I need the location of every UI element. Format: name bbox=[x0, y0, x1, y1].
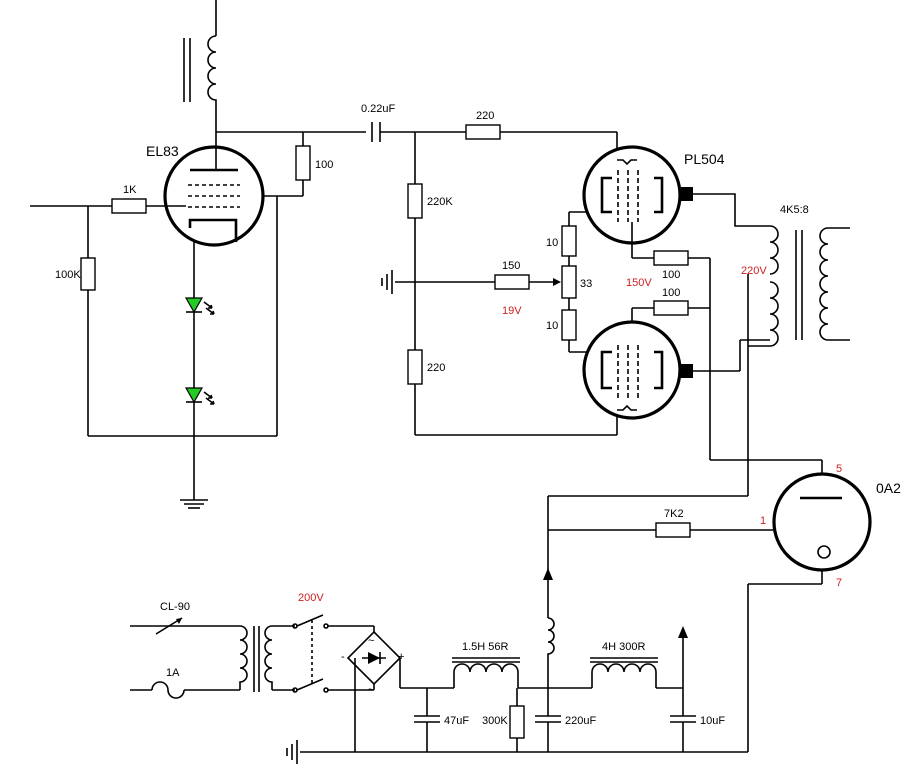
bias-voltage: 19V bbox=[502, 305, 522, 317]
ntc-label: CL-90 bbox=[160, 601, 190, 613]
fuse-label: 1A bbox=[166, 667, 180, 679]
divider-bottom-resistor bbox=[407, 349, 423, 385]
bias-feed-resistor bbox=[494, 274, 530, 290]
coupling-cap-label: 0.22uF bbox=[361, 103, 396, 115]
screen-stop-label: 100 bbox=[315, 159, 333, 171]
el83-stage: 100 EL83 1K 100K bbox=[30, 0, 366, 509]
led-bias-1 bbox=[184, 297, 215, 315]
oa2-tube bbox=[772, 472, 872, 572]
grid-bottom-resistor bbox=[561, 309, 577, 341]
grid-leak-label: 100K bbox=[55, 269, 81, 281]
grid-leak-resistor bbox=[80, 257, 96, 291]
screen-network: 100 150V 100 bbox=[626, 243, 748, 461]
reservoir-label: 47uF bbox=[444, 715, 469, 727]
grid-stop-label: 1K bbox=[123, 184, 137, 196]
power-supply: CL-90 1A 200V + - ~ ~ bbox=[130, 580, 748, 764]
svg-text:~: ~ bbox=[368, 635, 374, 647]
reg-dropper-label: 7K2 bbox=[664, 508, 684, 520]
grid-top-label: 10 bbox=[546, 237, 558, 249]
divider-top-label: 220K bbox=[427, 196, 453, 208]
screen-stop-resistor bbox=[295, 145, 311, 181]
bias-feed-label: 150 bbox=[502, 260, 520, 272]
regulator: 0A2 5 1 7 7K2 bbox=[543, 459, 901, 752]
choke2-label: 4H 300R bbox=[602, 641, 645, 653]
pl504-label: PL504 bbox=[684, 151, 725, 167]
output-transformer: 4K5:8 220V bbox=[693, 193, 850, 496]
balance-pot-label: 33 bbox=[580, 278, 592, 290]
el83-label: EL83 bbox=[146, 143, 179, 159]
screen-top-label: 100 bbox=[662, 269, 680, 281]
choke1-label: 1.5H 56R bbox=[462, 641, 509, 653]
plate-choke bbox=[207, 0, 217, 140]
filter1-label: 220uF bbox=[565, 715, 596, 727]
screen-voltage: 150V bbox=[626, 277, 652, 289]
choke2 bbox=[591, 663, 657, 688]
divider-bottom-label: 220 bbox=[427, 362, 445, 374]
grid-top-resistor bbox=[561, 225, 577, 257]
choke1 bbox=[453, 663, 519, 688]
secondary-voltage: 200V bbox=[298, 592, 324, 604]
oa2-pin-feed: 1 bbox=[760, 515, 766, 527]
oa2-pin-cathode: 7 bbox=[836, 577, 842, 589]
oa2-label: 0A2 bbox=[876, 480, 901, 496]
oa2-pin-anode: 5 bbox=[836, 463, 842, 475]
pl504-bottom-tube bbox=[582, 320, 682, 420]
ground-el83 bbox=[180, 499, 208, 509]
reg-dropper-resistor bbox=[655, 522, 691, 538]
screen-bottom-label: 100 bbox=[662, 287, 680, 299]
svg-text:-: - bbox=[341, 651, 345, 663]
pl504-top: PL504 bbox=[582, 145, 725, 245]
svg-text:~: ~ bbox=[368, 684, 374, 696]
grid-stop-resistor bbox=[111, 198, 147, 214]
led-bias-2 bbox=[184, 387, 215, 405]
bias-network: 0.22uF 220 220K 220 150 19V 10 33 bbox=[361, 103, 618, 436]
ot-ratio-label: 4K5:8 bbox=[780, 204, 809, 216]
divider-top-resistor bbox=[407, 183, 423, 219]
screen-top-resistor bbox=[653, 250, 689, 266]
bleeder-resistor bbox=[509, 705, 525, 739]
el83-tube bbox=[163, 145, 265, 247]
balance-pot bbox=[561, 265, 577, 299]
filter2-label: 10uF bbox=[700, 715, 725, 727]
series-grid-resistor bbox=[465, 124, 501, 140]
pl504-bottom bbox=[582, 320, 693, 420]
anode-voltage: 220V bbox=[741, 265, 767, 277]
screen-bottom-resistor bbox=[653, 300, 689, 316]
svg-text:+: + bbox=[398, 651, 404, 663]
grid-bottom-label: 10 bbox=[546, 320, 558, 332]
bleeder-label: 300K bbox=[482, 715, 508, 727]
series-grid-label: 220 bbox=[476, 110, 494, 122]
